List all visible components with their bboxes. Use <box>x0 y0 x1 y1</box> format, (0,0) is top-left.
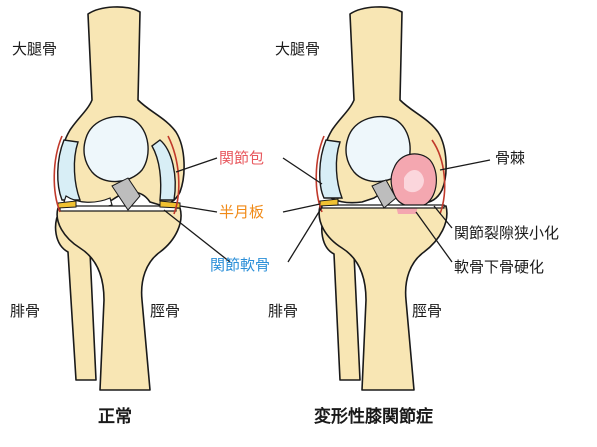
oa-knee <box>315 6 448 391</box>
joint-space-label: 関節裂隙狭小化 <box>454 224 559 242</box>
oa-capsule-left <box>319 139 344 199</box>
leader-sclerosis <box>415 211 453 263</box>
normal-capsule-left <box>57 139 82 201</box>
leader-meniscus-normal <box>179 205 218 213</box>
normal-knee <box>53 6 185 391</box>
oa-tibia-label: 脛骨 <box>412 302 442 320</box>
normal-tibia <box>56 207 182 391</box>
oa-tibia <box>318 205 448 391</box>
labels: 大腿骨 腓骨 脛骨 正常 大腿骨 腓骨 脛骨 変形性膝関節症 骨棘 関節裂隙狭小… <box>10 40 559 427</box>
meniscus-label: 半月板 <box>219 203 264 221</box>
oa-cruciate-ligament <box>371 179 397 209</box>
oa-meniscus-left <box>319 198 339 207</box>
normal-patella <box>83 115 149 183</box>
normal-meniscus-right <box>159 200 181 209</box>
osteophyte-label: 骨棘 <box>495 149 525 167</box>
normal-tibia-label: 脛骨 <box>150 302 180 320</box>
capsule-label: 関節包 <box>219 149 264 167</box>
leader-joint-space <box>433 205 453 229</box>
sclerosis-label: 軟骨下骨硬化 <box>454 258 544 276</box>
oa-osteophyte-highlight <box>404 169 424 193</box>
normal-cruciate-ligament <box>111 177 141 211</box>
leader-cartilage-normal <box>163 209 231 263</box>
oa-fibula-label: 腓骨 <box>268 302 298 320</box>
leader-osteophyte <box>439 159 491 171</box>
normal-capsule-line-left <box>53 135 63 213</box>
normal-caption: 正常 <box>98 406 132 427</box>
cartilage-label: 関節軟骨 <box>210 256 270 274</box>
leader-cartilage-oa <box>287 206 323 263</box>
leader-capsule-oa <box>282 157 323 185</box>
normal-meniscus-left <box>57 200 77 209</box>
leader-capsule-normal <box>175 157 218 173</box>
oa-femur-label: 大腿骨 <box>275 40 320 58</box>
normal-fibula-label: 腓骨 <box>10 302 40 320</box>
normal-femur-label: 大腿骨 <box>12 40 57 58</box>
leader-meniscus-oa <box>282 203 321 213</box>
normal-capsule-line-right <box>167 135 180 215</box>
leader-lines <box>163 157 491 263</box>
oa-capsule-line-right <box>431 139 446 215</box>
oa-capsule-line-left <box>315 135 325 213</box>
normal-capsule-right <box>151 139 176 201</box>
oa-caption: 変形性膝関節症 <box>314 406 433 427</box>
normal-tibial-cartilage <box>59 205 177 212</box>
